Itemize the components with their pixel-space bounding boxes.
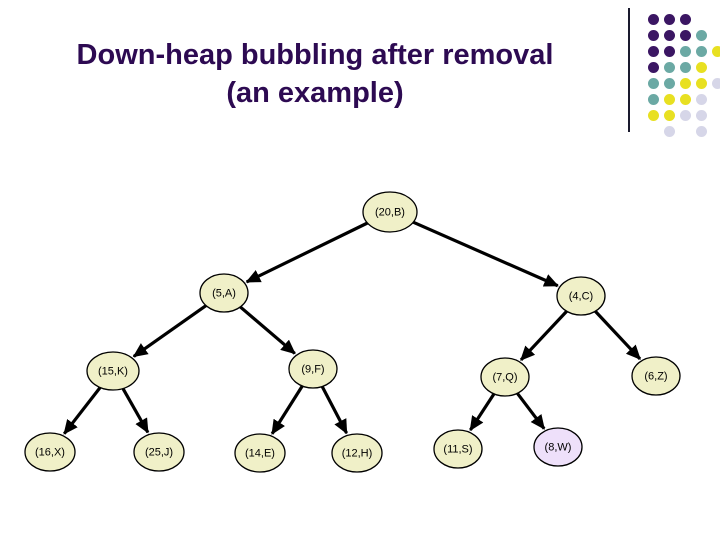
logo-dot xyxy=(648,94,659,105)
tree-node-shape[interactable] xyxy=(24,432,76,472)
logo-dot xyxy=(680,78,691,89)
tree-edge xyxy=(245,221,369,284)
logo-dot xyxy=(680,62,691,73)
logo-dot xyxy=(664,30,675,41)
tree-node-label: (6,Z) xyxy=(644,371,667,383)
tree-node-label: (4,C) xyxy=(569,291,593,303)
logo-dot xyxy=(648,62,659,73)
tree-node[interactable]: (12,H) xyxy=(331,433,383,473)
logo-dot xyxy=(680,14,691,25)
tree-node-label: (20,B) xyxy=(375,207,405,219)
logo-dot xyxy=(648,78,659,89)
decorative-dot-grid xyxy=(620,4,720,137)
tree-node-label: (14,E) xyxy=(245,448,275,460)
tree-edge xyxy=(132,304,207,358)
logo-dot xyxy=(648,30,659,41)
logo-dot xyxy=(712,78,720,89)
logo-dot xyxy=(680,94,691,105)
logo-dot xyxy=(664,14,675,25)
tree-node-label: (15,K) xyxy=(98,366,128,378)
logo-dot xyxy=(680,46,691,57)
logo-dot xyxy=(696,110,707,121)
vertical-divider-line xyxy=(628,8,630,132)
tree-node-label: (16,X) xyxy=(35,447,65,459)
logo-dot xyxy=(696,62,707,73)
logo-dot xyxy=(696,78,707,89)
tree-edge xyxy=(516,392,546,430)
logo-dot xyxy=(664,94,675,105)
tree-node-label: (11,S) xyxy=(443,444,472,456)
tree-node[interactable]: (4,C) xyxy=(556,276,606,316)
tree-edge xyxy=(412,220,559,288)
tree-edge xyxy=(594,310,642,361)
tree-node-label: (9,F) xyxy=(301,364,324,376)
tree-node[interactable]: (7,Q) xyxy=(480,357,530,397)
logo-dot xyxy=(696,94,707,105)
tree-node[interactable]: (16,X) xyxy=(24,432,76,472)
page-title-line-1: Down-heap bubbling after removal xyxy=(76,39,554,71)
page-title: Down-heap bubbling after removal (an exa… xyxy=(30,36,600,112)
logo-dot xyxy=(696,126,707,137)
tree-node-shape[interactable] xyxy=(433,429,483,469)
logo-dot xyxy=(648,46,659,57)
tree-edge xyxy=(320,385,349,435)
tree-edge xyxy=(469,393,496,432)
tree-node[interactable]: (6,Z) xyxy=(631,356,681,396)
tree-node-shape[interactable] xyxy=(362,191,418,233)
tree-node[interactable]: (9,F) xyxy=(288,349,338,389)
logo-dot xyxy=(664,126,675,137)
tree-edge xyxy=(270,385,304,435)
tree-node[interactable]: (20,B) xyxy=(362,191,418,233)
tree-node[interactable]: (14,E) xyxy=(234,433,286,473)
logo-dot xyxy=(664,78,675,89)
tree-node-label: (25,J) xyxy=(145,447,173,459)
logo-dot xyxy=(696,30,707,41)
logo-dot xyxy=(696,46,707,57)
page-title-line-2: (an example) xyxy=(226,77,404,109)
tree-node-shape[interactable] xyxy=(480,357,530,397)
tree-node-label: (7,Q) xyxy=(492,372,517,384)
tree-edge xyxy=(121,387,150,434)
tree-node[interactable]: (11,S) xyxy=(433,429,483,469)
tree-node-shape[interactable] xyxy=(199,273,249,313)
tree-node-shape[interactable] xyxy=(631,356,681,396)
tree-node-shape[interactable] xyxy=(556,276,606,316)
tree-edge-layer xyxy=(62,220,642,435)
tree-edge xyxy=(239,305,296,355)
tree-node-shape[interactable] xyxy=(86,351,140,391)
tree-node[interactable]: (8,W) xyxy=(533,427,583,467)
logo-dot xyxy=(680,30,691,41)
logo-dot xyxy=(664,46,675,57)
logo-dot xyxy=(680,110,691,121)
tree-node-shape[interactable] xyxy=(234,433,286,473)
tree-node[interactable]: (25,J) xyxy=(133,432,185,472)
logo-dot xyxy=(648,110,659,121)
logo-dot xyxy=(664,110,675,121)
tree-edge xyxy=(62,386,102,435)
tree-node-shape[interactable] xyxy=(533,427,583,467)
tree-node-shape[interactable] xyxy=(133,432,185,472)
logo-dot xyxy=(664,62,675,73)
tree-node-label: (8,W) xyxy=(545,442,572,454)
tree-node-label: (5,A) xyxy=(212,288,236,300)
tree-node[interactable]: (5,A) xyxy=(199,273,249,313)
tree-node-shape[interactable] xyxy=(331,433,383,473)
tree-edge xyxy=(519,310,568,362)
tree-node-shape[interactable] xyxy=(288,349,338,389)
tree-node-layer: (20,B) (5,A) (4,C) (15,K) (9,F) (7,Q) (6,Z) (16… xyxy=(24,191,681,473)
logo-dot xyxy=(712,46,720,57)
logo-dot xyxy=(648,14,659,25)
tree-node[interactable]: (15,K) xyxy=(86,351,140,391)
tree-node-label: (12,H) xyxy=(342,448,373,460)
